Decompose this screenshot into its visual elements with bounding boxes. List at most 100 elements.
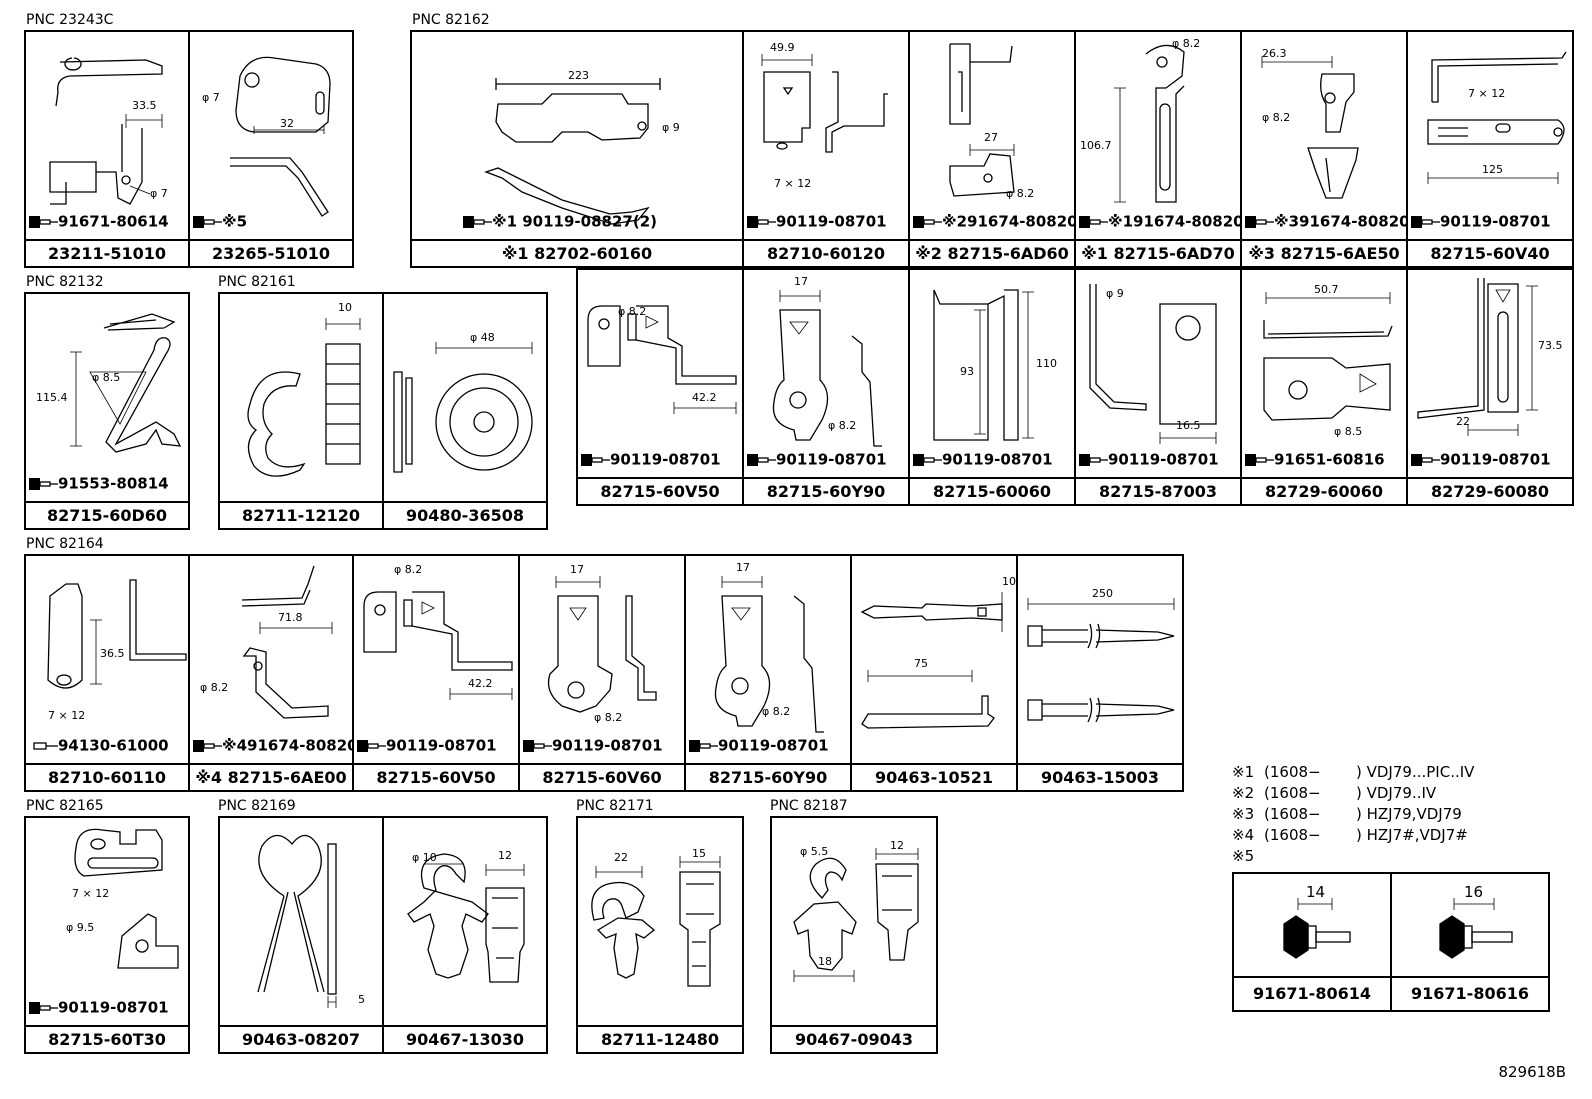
part-cell-82710-60120: 49.9 7 × 12 90119-08701 82710-60120 bbox=[742, 30, 910, 268]
dim-label: 10 bbox=[338, 301, 352, 314]
part-number: ※3 82715-6AE50 bbox=[1242, 239, 1406, 266]
part-number: ※1 82702-60160 bbox=[412, 239, 742, 266]
pnc-label-82164: PNC 82164 bbox=[26, 536, 104, 552]
dim-label: φ 8.2 bbox=[1172, 37, 1201, 50]
part-cell-82715-60d60: φ 8.5 115.4 91553-80814 82715-60D60 bbox=[24, 292, 190, 530]
drawing-bracket-60t30 bbox=[74, 828, 179, 969]
dim-label: φ 7 bbox=[202, 91, 220, 104]
drawing-bracket-60060 bbox=[933, 289, 1034, 441]
bolt-icon bbox=[747, 215, 776, 228]
pnc-label-82132: PNC 82132 bbox=[26, 274, 104, 290]
dim-label: φ 8.2 bbox=[200, 681, 229, 694]
drawing-bracket-82729-60080 bbox=[1417, 278, 1538, 436]
figure-id: 829618B bbox=[1498, 1063, 1566, 1081]
dim-label: φ 9 bbox=[662, 121, 680, 134]
dim-label: φ 8.2 bbox=[594, 711, 623, 724]
part-cell-82715-60v50: φ 8.2 42.2 90119-08701 82715-60V50 bbox=[576, 268, 744, 506]
drawing-grommet-90480 bbox=[393, 342, 533, 473]
drawing-tie-90463-15003 bbox=[1027, 598, 1175, 723]
dim-label: φ 8.2 bbox=[394, 563, 423, 576]
pnc-label-82165: PNC 82165 bbox=[26, 798, 104, 814]
part-number: 90467-13030 bbox=[384, 1025, 546, 1052]
bolt-icon bbox=[463, 215, 492, 228]
part-number: 82715-87003 bbox=[1076, 477, 1240, 504]
bolt-callout: ※191674-80820 bbox=[1078, 212, 1244, 231]
legend-cell-91671-80616: 16 91671-80616 bbox=[1390, 872, 1550, 1012]
dim-label: φ 9 bbox=[1106, 287, 1124, 300]
part-number: 82715-60V40 bbox=[1408, 239, 1572, 266]
drawing-bracket-6ad60 bbox=[949, 43, 1015, 197]
bolt-icon bbox=[1245, 453, 1274, 466]
pnc-label-82161: PNC 82161 bbox=[218, 274, 296, 290]
part-number: 82710-60110 bbox=[26, 763, 188, 790]
dim-label: 32 bbox=[280, 117, 294, 130]
drawing-bracket-60y90-b bbox=[714, 576, 824, 733]
bolt-callout: 91553-80814 bbox=[28, 474, 169, 493]
legend-bolt-14 bbox=[1283, 898, 1351, 959]
part-cell-90467-13030: φ 10 12 90467-13030 bbox=[382, 816, 548, 1054]
drawing-bracket-6ae50 bbox=[1261, 56, 1359, 199]
dim-label: 7 × 12 bbox=[72, 887, 110, 900]
part-number: 82711-12480 bbox=[578, 1025, 742, 1052]
part-number: 23211-51010 bbox=[26, 239, 188, 266]
bolt-icon bbox=[33, 741, 58, 750]
drawing-tie-90463-10521 bbox=[860, 592, 1003, 729]
bolt-callout: 90119-08701 bbox=[746, 212, 887, 231]
bolt-callout: 90119-08701 bbox=[688, 736, 829, 755]
part-cell-90463-10521: 10 75 90463-10521 bbox=[850, 554, 1018, 792]
drawing-bracket-23265 bbox=[230, 56, 331, 217]
dim-label: 106.7 bbox=[1080, 139, 1112, 152]
dim-label: 16.5 bbox=[1176, 419, 1201, 432]
dim-label: 15 bbox=[692, 847, 706, 860]
bolt-icon bbox=[913, 215, 942, 228]
part-number: ※2 82715-6AD60 bbox=[910, 239, 1074, 266]
dim-label: 110 bbox=[1036, 357, 1057, 370]
dim-label: 7 × 12 bbox=[48, 709, 86, 722]
dim-label: 49.9 bbox=[770, 41, 795, 54]
bolt-callout: 90119-08701 bbox=[1410, 450, 1551, 469]
dim-label: 42.2 bbox=[692, 391, 717, 404]
part-cell-23265-51010: φ 7 32 ※5 23265-51010 bbox=[188, 30, 354, 268]
dim-label: 73.5 bbox=[1538, 339, 1563, 352]
dim-label: φ 8.2 bbox=[1262, 111, 1291, 124]
dim-label: φ 8.5 bbox=[1334, 425, 1363, 438]
bolt-icon bbox=[689, 739, 718, 752]
part-number: 82715-60D60 bbox=[26, 501, 188, 528]
part-cell-82715-6ae50: 26.3 φ 8.2 ※391674-80820 ※3 82715-6AE50 bbox=[1240, 30, 1410, 268]
bolt-icon bbox=[357, 739, 386, 752]
bolt-callout: 90119-08701 bbox=[28, 998, 169, 1017]
part-cell-82729-60080: 73.5 22 90119-08701 82729-60080 bbox=[1406, 268, 1574, 506]
dim-label: 17 bbox=[570, 563, 584, 576]
part-number: 90480-36508 bbox=[384, 501, 546, 528]
part-cell-82711-12120: 10 82711-12120 bbox=[218, 292, 384, 530]
bolt-icon bbox=[193, 739, 222, 752]
dim-label: 12 bbox=[498, 849, 512, 862]
drawing-bracket-60v50 bbox=[587, 305, 737, 414]
bolt-icon bbox=[1411, 215, 1440, 228]
dim-label: 17 bbox=[736, 561, 750, 574]
dim-label: 75 bbox=[914, 657, 928, 670]
part-number: 82715-60Y90 bbox=[686, 763, 850, 790]
applicability-notes: ※1(1608−) VDJ79...PIC..IV ※2(1608−) VDJ7… bbox=[1232, 762, 1474, 867]
dim-label: 223 bbox=[568, 69, 589, 82]
dim-label: 7 × 12 bbox=[1468, 87, 1506, 100]
bolt-icon bbox=[29, 477, 58, 490]
bolt-callout: ※5 bbox=[192, 212, 247, 231]
part-number: 82715-60060 bbox=[910, 477, 1074, 504]
part-cell-82715-60t30: 7 × 12 φ 9.5 90119-08701 82715-60T30 bbox=[24, 816, 190, 1054]
pnc-label-82169: PNC 82169 bbox=[218, 798, 296, 814]
drawing-clip-90467-09043 bbox=[793, 848, 919, 982]
drawing-bracket-6ad70 bbox=[1114, 44, 1185, 203]
part-cell-82710-60110: 36.5 7 × 12 94130-61000 82710-60110 bbox=[24, 554, 190, 792]
drawing-clip-90467-13030 bbox=[407, 853, 525, 983]
part-number: 90463-10521 bbox=[852, 763, 1016, 790]
drawing-bracket-82710 bbox=[761, 54, 888, 153]
dim-label: 22 bbox=[1456, 415, 1470, 428]
dim-label: 71.8 bbox=[278, 611, 303, 624]
bolt-callout: ※391674-80820 bbox=[1244, 212, 1410, 231]
part-number: 82729-60060 bbox=[1242, 477, 1406, 504]
dim-label: 17 bbox=[794, 275, 808, 288]
dim-label: 27 bbox=[984, 131, 998, 144]
part-number: 82729-60080 bbox=[1408, 477, 1572, 504]
legend-bolt-16 bbox=[1439, 898, 1513, 959]
